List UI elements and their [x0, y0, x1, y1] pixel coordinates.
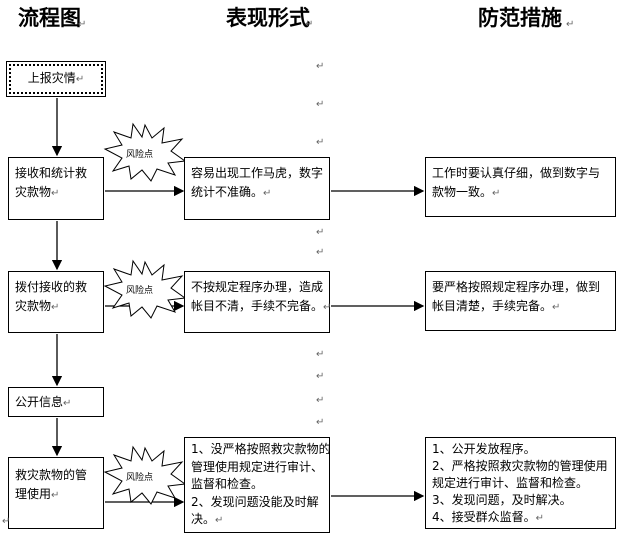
- form-box-receive: 容易出现工作马虎，数字 统计不准确。↵: [184, 157, 330, 220]
- paragraph-mark: ↵: [316, 99, 325, 110]
- paragraph-mark: ↵: [316, 349, 325, 360]
- header-flowchart: 流程图: [18, 5, 81, 30]
- form-box-allocate: 不按规定程序办理，造成 帐目不清，手续不完备。↵: [184, 271, 331, 333]
- paragraph-mark: ↵: [305, 19, 314, 30]
- form-box-manage: 1、没严格按照救灾款物的 管理使用规定进行审计、 监督和检查。 2、发现问题没能…: [184, 437, 331, 533]
- flow-box-receive: 接收和统计救 灾款物↵: [8, 157, 104, 220]
- risk-label-2: 风险点: [126, 284, 153, 296]
- risk-burst-2: [103, 259, 187, 319]
- flow-box-manage: 救灾款物的管 理使用↵: [8, 457, 104, 529]
- paragraph-mark: ↵: [316, 137, 325, 148]
- paragraph-mark: ↵: [316, 227, 325, 238]
- measure-box-allocate: 要严格按照规定程序办理，做到 帐目清楚，手续完备。↵: [425, 271, 616, 331]
- header-prevention: 防范措施: [478, 5, 562, 30]
- paragraph-mark: ↵: [2, 516, 11, 527]
- paragraph-mark: ↵: [78, 19, 87, 30]
- risk-burst-1: [103, 122, 187, 182]
- paragraph-mark: ↵: [566, 19, 575, 30]
- flow-box-report: 上报灾情↵: [6, 61, 106, 97]
- flow-box-publish: 公开信息↵: [8, 387, 104, 417]
- flow-box-allocate: 拨付接收的救 灾款物↵: [8, 271, 104, 333]
- paragraph-mark: ↵: [316, 417, 325, 428]
- paragraph-mark: ↵: [316, 371, 325, 382]
- paragraph-mark: ↵: [316, 395, 325, 406]
- risk-label-3: 风险点: [126, 471, 153, 483]
- risk-burst-3: [103, 445, 187, 505]
- risk-label-1: 风险点: [126, 148, 153, 160]
- measure-box-receive: 工作时要认真仔细，做到数字与 款物一致。↵: [425, 157, 616, 217]
- header-manifestation: 表现形式: [226, 5, 310, 30]
- paragraph-mark: ↵: [316, 61, 325, 72]
- measure-box-manage: 1、公开发放程序。 2、严格按照救灾款物的管理使用 规定进行审计、监督和检查。 …: [425, 437, 616, 529]
- paragraph-mark: ↵: [316, 247, 325, 258]
